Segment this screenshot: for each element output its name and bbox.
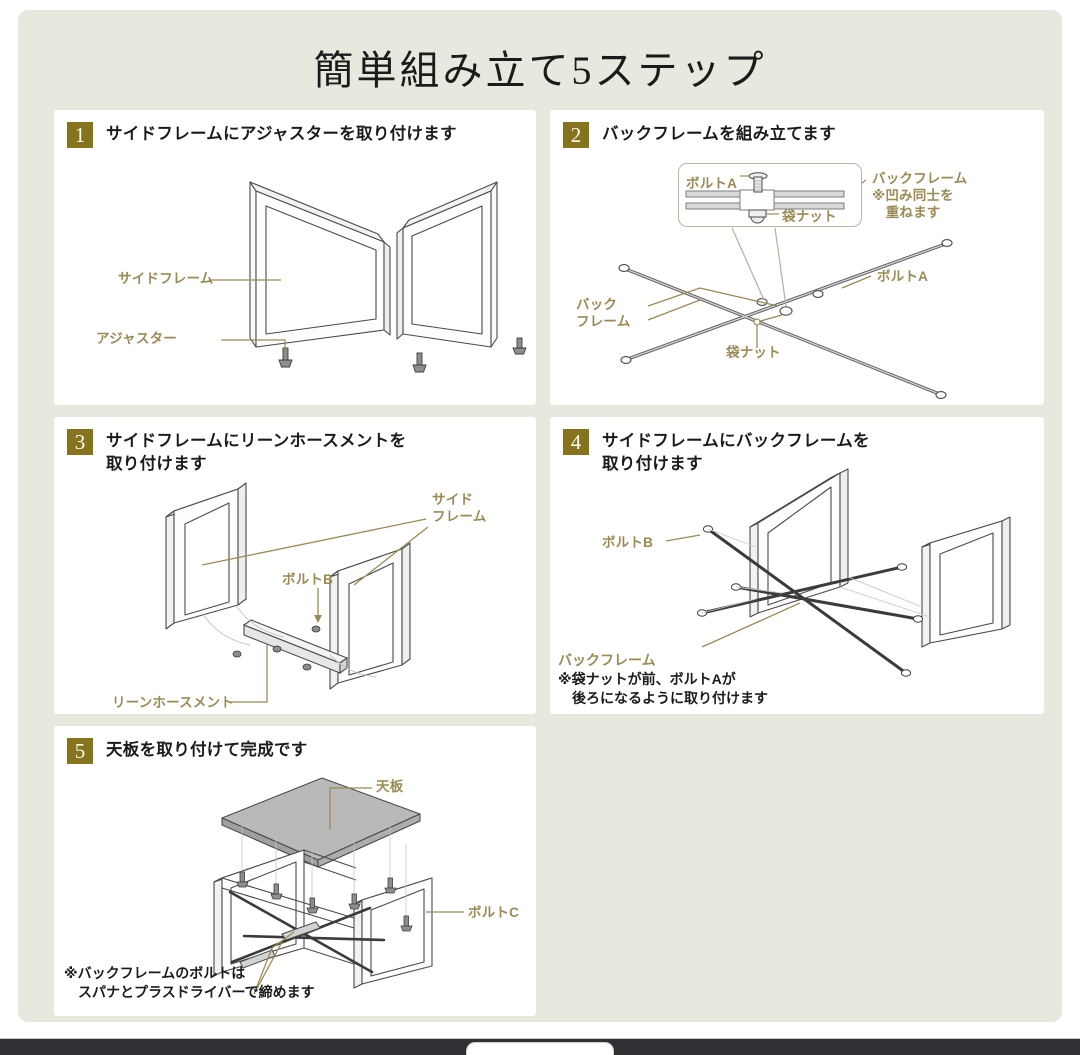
label-bolt-c: ボルトC — [468, 905, 520, 920]
step-panel-3: 3 サイドフレームにリーンホースメントを 取り付けます — [54, 417, 536, 714]
step-5-header: 5 天板を取り付けて完成です — [67, 738, 308, 764]
step-panel-2: 2 バックフレームを組み立てます — [550, 110, 1044, 405]
step-1-header: 1 サイドフレームにアジャスターを取り付けます — [67, 122, 457, 148]
step-5-title: 天板を取り付けて完成です — [106, 741, 308, 759]
label-adjuster: アジャスター — [96, 331, 177, 346]
label-table-top: 天板 — [376, 779, 404, 794]
label-side-frame: サイドフレーム — [118, 271, 214, 286]
label-bolt-a-detail: ボルトA — [686, 176, 738, 191]
instruction-card: 簡単組み立て5ステップ 1 サイドフレームにアジャスターを取り付けます — [18, 10, 1062, 1022]
step-panel-1: 1 サイドフレームにアジャスターを取り付けます — [54, 110, 536, 405]
page-title: 簡単組み立て5ステップ — [313, 48, 767, 93]
label-reinforcement: リーンホースメント — [112, 695, 234, 710]
step-5-badge: 5 — [67, 738, 93, 764]
step-4-title: サイドフレームにバックフレームを 取り付けます — [602, 432, 870, 473]
step-4-header: 4 サイドフレームにバックフレームを 取り付けます — [563, 429, 870, 476]
label-bolt-b: ボルトB — [282, 572, 334, 587]
step-panel-4: 4 サイドフレームにバックフレームを 取り付けます — [550, 417, 1044, 714]
step-3-badge: 3 — [67, 429, 93, 455]
label-back-frame: バック フレーム — [576, 297, 631, 329]
step-2-badge: 2 — [563, 122, 589, 148]
step-2-illustration — [618, 167, 953, 399]
step-4-note: バックフレーム ※袋ナットが前、ボルトAが 後ろになるように取り付けます — [558, 632, 768, 727]
label-bolt-b: ボルトB — [602, 535, 654, 550]
label-bolt-a: ボルトA — [877, 269, 929, 284]
step-2-detail-art — [685, 172, 845, 224]
step-5-note: ※バックフレームのボルトは スパナとプラスドライバーで締めます — [64, 965, 315, 1000]
step-3-header: 3 サイドフレームにリーンホースメントを 取り付けます — [67, 429, 406, 476]
step-panel-5: 5 天板を取り付けて完成です — [54, 726, 536, 1016]
label-side-frame: サイド フレーム — [432, 492, 487, 524]
step-2-title: バックフレームを組み立てます — [602, 125, 836, 143]
label-back-frame: バックフレーム — [558, 652, 656, 668]
step-2-header: 2 バックフレームを組み立てます — [563, 122, 836, 148]
step-1-title: サイドフレームにアジャスターを取り付けます — [106, 125, 457, 143]
step-3-title: サイドフレームにリーンホースメントを 取り付けます — [106, 432, 407, 473]
step-1-illustration — [209, 181, 527, 373]
label-cap-nut: 袋ナット — [726, 345, 781, 360]
label-back-frame-note: バックフレーム ※凹み同士を 重ねます — [872, 171, 968, 220]
step-4-note-text: ※袋ナットが前、ボルトAが 後ろになるように取り付けます — [558, 671, 768, 706]
browser-bottom-handle[interactable] — [466, 1042, 614, 1055]
label-cap-nut-detail: 袋ナット — [782, 209, 837, 224]
step-4-badge: 4 — [563, 429, 589, 455]
step-1-badge: 1 — [67, 122, 93, 148]
